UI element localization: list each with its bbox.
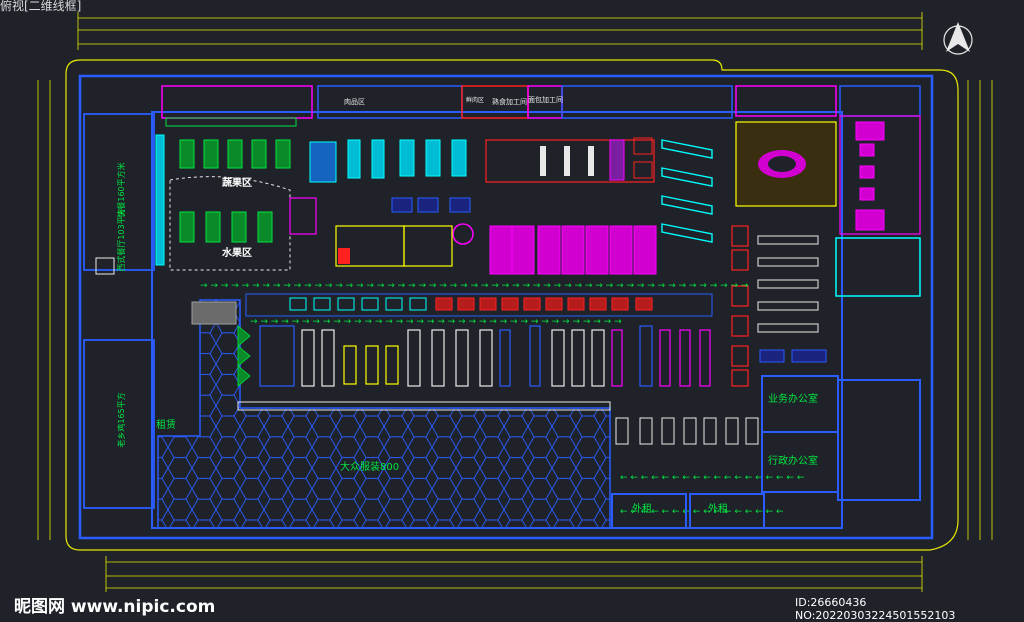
magenta-island-stands <box>489 121 885 275</box>
misc-fixtures <box>191 197 827 363</box>
escalators <box>661 139 713 243</box>
label-admin-office: 行政办公室 <box>768 454 818 467</box>
label-fast-food: 快餐160平方米 <box>116 162 126 217</box>
pink-room-frame <box>839 115 921 235</box>
dimension-lines-right <box>967 80 993 540</box>
label-meat-zone: 肉品区 <box>344 97 365 106</box>
clothing-hex-floor <box>157 299 611 529</box>
label-western-restaurant: 西式餐厅103平方 <box>116 208 126 271</box>
label-bakery: 面包加工间 <box>528 95 563 104</box>
label-laoxiangji: 老乡鸡165平方 <box>116 392 126 447</box>
aisle-arrows: → → → → → → → → → → → → → → → → → → → → … <box>200 281 805 517</box>
office-rooms <box>611 375 921 529</box>
label-rent: 租赁 <box>156 418 176 431</box>
cyan-storage-room <box>835 237 921 297</box>
hex-promo-area <box>735 121 837 207</box>
label-produce-zone: 水果区 <box>221 246 252 259</box>
svg-text:→ → → → → → → → → → → → → → →: → → → → → → → → → → → → → → → → → → → → … <box>250 317 622 327</box>
label-fresh-zone: 鲜肉区 <box>466 96 484 104</box>
label-business-office: 业务办公室 <box>768 392 818 405</box>
right-red-cabinets <box>731 225 749 387</box>
window-title: 俯视[二维线框] <box>0 0 82 13</box>
vegetable-stands <box>165 117 297 271</box>
right-shelving <box>757 235 819 333</box>
watermark-id: ID:26660436 NO:20220303224501552103 <box>795 596 956 622</box>
meat-counters <box>485 137 655 183</box>
freezer-units <box>155 134 467 266</box>
checkout-stations <box>615 417 759 445</box>
svg-text:← ← ← ← ← ← ← ← ← ← ← ← ← ← ←: ← ← ← ← ← ← ← ← ← ← ← ← ← ← ← ← <box>620 507 784 517</box>
svg-text:← ← ← ← ← ← ← ← ← ← ← ← ← ← ←: ← ← ← ← ← ← ← ← ← ← ← ← ← ← ← ← ← ← <box>620 473 805 483</box>
label-fruit-zone: 蔬果区 <box>222 176 252 189</box>
building-outline <box>65 59 959 551</box>
dimension-lines-bottom <box>105 556 923 592</box>
label-cooked-zone: 熟食加工间 <box>492 97 527 106</box>
green-display-triangles <box>237 325 251 387</box>
left-rooms <box>83 113 155 509</box>
north-arrow-icon <box>943 22 973 55</box>
label-clothing: 大众服装800 <box>340 460 399 473</box>
dimension-lines-left <box>37 80 51 540</box>
label-outsourced-1: 外租 <box>632 502 652 515</box>
checkout-row <box>245 293 713 317</box>
svg-text:→ → → → → → → → → → → → → → →: → → → → → → → → → → → → → → → → → → → → … <box>200 281 749 291</box>
label-outsourced-2: 外租 <box>708 502 728 515</box>
clothing-aisle-border <box>237 401 611 411</box>
dimension-lines-top <box>77 12 923 50</box>
watermark-brand: 昵图网 www.nipic.com <box>14 597 216 617</box>
shelf-rows <box>259 325 711 387</box>
outer-wall <box>78 74 934 540</box>
